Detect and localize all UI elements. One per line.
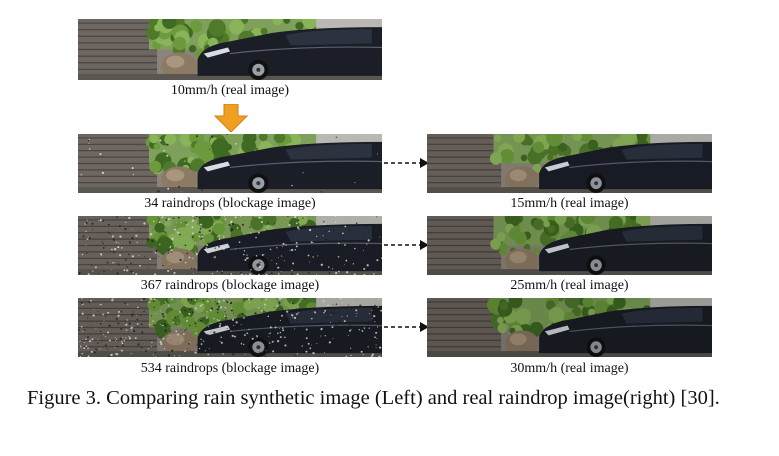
photo-blockage-row-2	[78, 216, 382, 275]
label-real-row-1: 15mm/h (real image)	[510, 196, 629, 211]
photo-real-row-3	[427, 298, 712, 357]
photo-real-row-2	[427, 216, 712, 275]
dashed-arrow-row-3	[384, 322, 429, 332]
down-arrow-icon	[214, 104, 248, 132]
label-blockage-row-3: 534 raindrops (blockage image)	[140, 361, 320, 376]
dashed-arrow-row-2	[384, 240, 429, 250]
photo-top-real-image	[78, 19, 382, 80]
label-blockage-row-1: 34 raindrops (blockage image)	[144, 196, 316, 211]
scene-graphic	[78, 134, 382, 193]
scene-graphic	[427, 216, 712, 275]
label-top: 10mm/h (real image)	[170, 83, 290, 98]
figure-caption: Figure 3. Comparing rain synthetic image…	[27, 387, 720, 409]
scene-graphic	[427, 134, 712, 193]
scene-graphic	[427, 298, 712, 357]
photo-real-row-1	[427, 134, 712, 193]
photo-blockage-row-3	[78, 298, 382, 357]
label-blockage-row-2: 367 raindrops (blockage image)	[140, 278, 320, 293]
photo-blockage-row-1	[78, 134, 382, 193]
label-real-row-2: 25mm/h (real image)	[510, 278, 629, 293]
scene-graphic	[78, 216, 382, 275]
scene-graphic	[78, 298, 382, 357]
dashed-arrow-row-1	[384, 158, 429, 168]
label-real-row-3: 30mm/h (real image)	[510, 361, 629, 376]
scene-graphic	[78, 19, 382, 80]
